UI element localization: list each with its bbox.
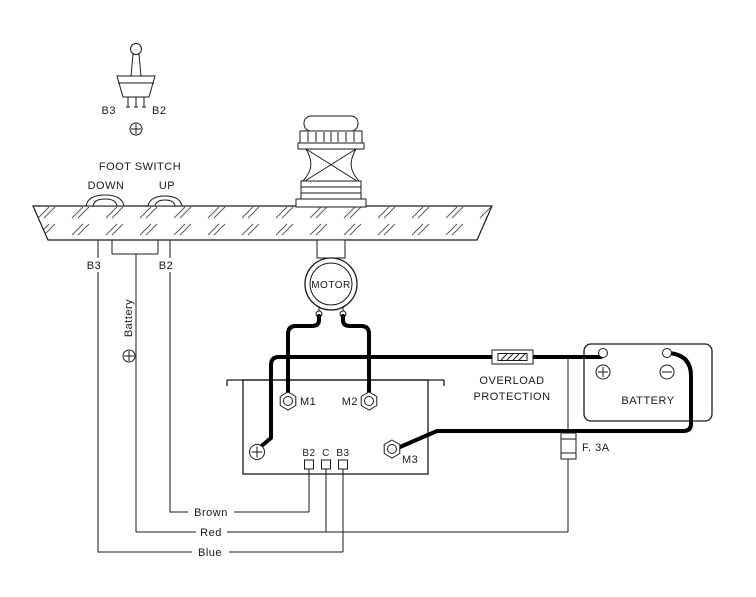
battery-box — [583, 343, 713, 422]
battery-negative-cable — [398, 351, 693, 449]
battery-label: BATTERY — [621, 395, 674, 407]
power-cables — [257, 314, 693, 450]
foot-switch-down-label: DOWN — [88, 180, 125, 192]
terminal-c-icon — [321, 459, 331, 470]
brown-wire — [169, 240, 310, 513]
motor-cable-m2 — [341, 314, 371, 395]
foot-switch-up-label: UP — [159, 180, 175, 192]
terminal-positive-icon — [249, 444, 265, 460]
terminal-m3-label: M3 — [402, 454, 418, 466]
control-box-body — [242, 379, 429, 475]
wire-label-blue: Blue — [198, 547, 222, 559]
foot-switch-up-icon — [147, 195, 183, 207]
terminal-b2-label: B2 — [302, 448, 315, 459]
control-box-flange — [226, 379, 445, 386]
blue-wire — [97, 240, 344, 553]
foot-switch-title: FOOT SWITCH — [99, 161, 181, 173]
battery-feed-symbol-icon — [122, 349, 136, 363]
battery-positive-post-icon — [598, 348, 608, 358]
toggle-switch-icon — [116, 43, 156, 108]
inline-fuse-label: F. 3A — [582, 442, 610, 454]
motor-icon — [304, 257, 358, 318]
deck-plank — [32, 205, 493, 241]
battery-negative-post-icon — [662, 348, 672, 358]
terminal-m2-icon — [360, 391, 378, 411]
toggle-plus-symbol-icon — [129, 122, 143, 136]
terminal-b2-icon — [304, 459, 314, 470]
terminal-m1-icon — [279, 391, 297, 411]
foot-switch-down-icon — [85, 194, 125, 207]
wire-label-brown: Brown — [194, 507, 228, 519]
label-backing — [154, 258, 178, 272]
toggle-pin-b2-label: B2 — [152, 105, 166, 117]
windlass-shaft — [316, 239, 346, 259]
battery-feed-label: Battery — [123, 299, 135, 337]
control-box — [226, 379, 445, 475]
overload-label-line1: OVERLOAD — [479, 375, 544, 387]
terminal-m2-label: M2 — [342, 396, 358, 408]
terminal-c-label: C — [322, 448, 330, 459]
terminal-b3-icon — [338, 459, 348, 470]
windlass-icon — [295, 115, 367, 259]
switch-wiring — [97, 240, 569, 553]
overload-protection-fuse-icon — [491, 349, 534, 365]
battery-minus-symbol-icon — [659, 364, 675, 380]
deck-wire-b3-label: B3 — [87, 260, 101, 272]
label-backing — [82, 258, 106, 272]
terminal-m1-label: M1 — [300, 396, 316, 408]
battery-plus-symbol-icon — [595, 364, 611, 380]
inline-fuse-icon — [560, 432, 577, 460]
motor-label: MOTOR — [311, 280, 351, 291]
deck — [32, 205, 493, 241]
battery-positive-cable — [257, 355, 603, 450]
terminal-b3-label: B3 — [336, 448, 349, 459]
deck-wire-b2-label: B2 — [159, 260, 173, 272]
red-wire — [136, 459, 569, 533]
terminal-m3-icon — [383, 439, 401, 459]
motor-cable-m1 — [286, 314, 321, 395]
overload-label-line2: PROTECTION — [473, 391, 550, 403]
switch-common-bracket — [111, 240, 159, 255]
wire-label-red: Red — [200, 527, 222, 539]
toggle-pin-b3-label: B3 — [102, 105, 116, 117]
